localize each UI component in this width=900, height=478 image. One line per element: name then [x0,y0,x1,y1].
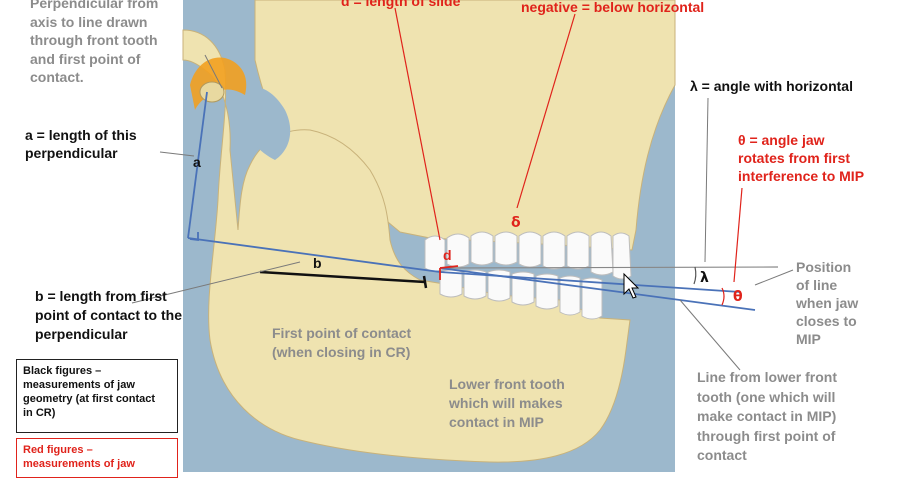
symbol-theta: θ [733,289,743,305]
label-a-length: a = length of this perpendicular [25,127,137,161]
label-lower-front-tooth: Lower front tooth which will makes conta… [449,376,565,430]
sigmoid-notch [230,86,291,160]
label-lambda-def: λ = angle with horizontal [690,78,853,94]
horizontal-line [439,266,779,269]
legend-black-figures: Black figures – measurements of jaw geom… [16,359,178,433]
b-bar [259,270,426,284]
label-perpendicular-from: Perpendicular from axis to line drawn th… [30,0,159,85]
symbol-lambda: λ [700,270,709,286]
mandible-shape [182,29,631,463]
lambda-arc [693,266,697,285]
label-d-length: d = length of slide [341,0,461,9]
lower-teeth [439,269,603,320]
symbol-a: a [193,154,201,170]
cursor-icon [623,272,640,299]
b-tick-right [422,275,428,289]
slide-marker [439,265,459,280]
legend-red-figures: Red figures – measurements of jaw [16,438,178,478]
upper-teeth [424,231,632,280]
label-b-length: b = length from first point of contact t… [35,288,182,342]
symbol-b: b [313,255,322,271]
label-theta-def: θ = angle jaw rotates from first interfe… [738,132,865,184]
symbol-delta: δ [511,215,521,231]
label-negative: negative = below horizontal [521,0,705,15]
label-position-line: Position of line when jaw closes to MIP [796,259,859,347]
label-line-from-lower: Line from lower front tooth (one which w… [697,369,837,463]
theta-arc [721,287,725,306]
symbol-d: d [443,247,452,263]
leader-lines [131,54,794,371]
red-leader-lines [394,7,743,283]
label-first-contact: First point of contact (when closing in … [272,325,412,360]
blue-geometry [187,91,756,311]
